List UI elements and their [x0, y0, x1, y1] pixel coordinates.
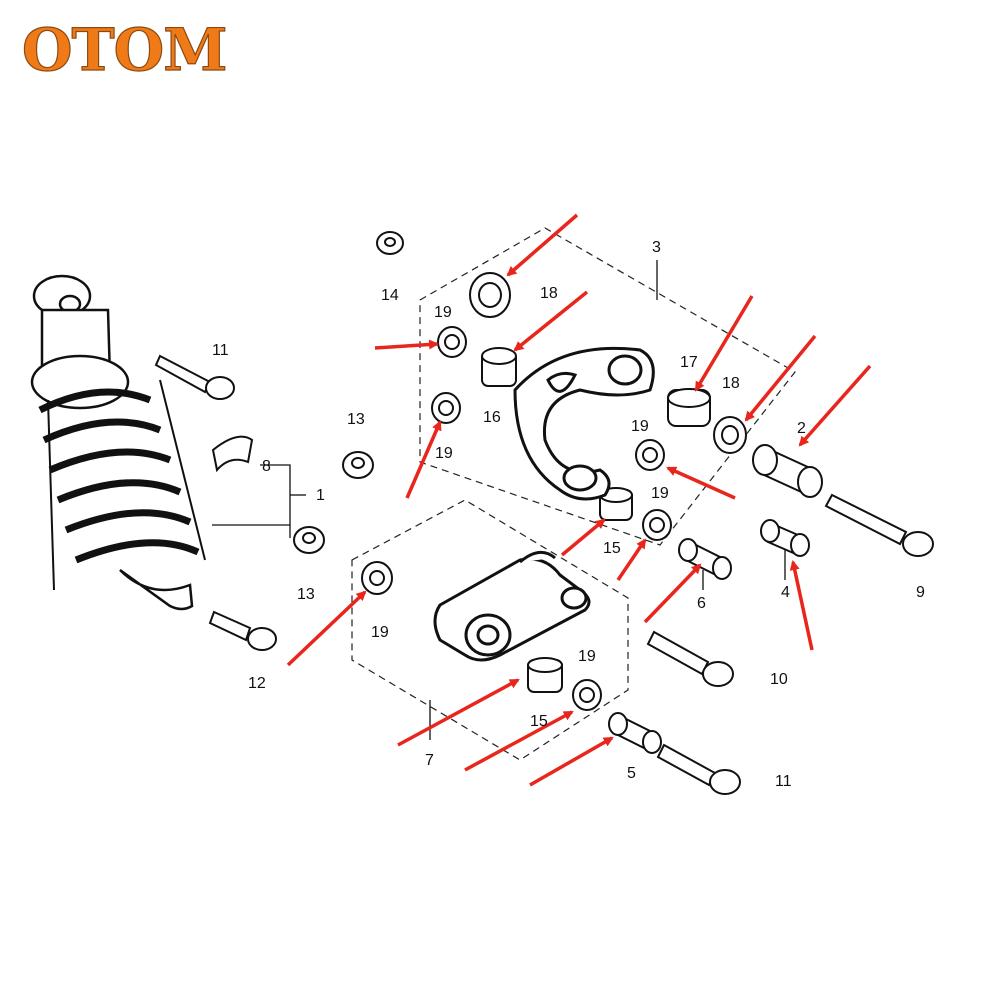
part-19-seal-c	[635, 439, 665, 471]
label-16: 16	[483, 409, 501, 426]
upper-arm-group-outline	[419, 227, 796, 546]
part-7-link	[433, 550, 591, 662]
arrow-15-upper	[560, 518, 606, 557]
part-15-bearing-lower	[527, 657, 563, 693]
label-15-lower: 15	[530, 713, 548, 730]
label-13-lower: 13	[297, 586, 315, 603]
arrow-18-right	[744, 334, 817, 422]
part-19-seal-d	[642, 509, 672, 541]
part-11-bolt-lower	[656, 743, 741, 795]
label-8: 8	[262, 458, 271, 475]
part-3-rocker-arm	[513, 346, 655, 501]
logo-text: OTOM	[22, 16, 226, 84]
label-19-c: 19	[631, 418, 649, 435]
arrow-6	[643, 563, 702, 624]
arrow-5	[529, 736, 614, 787]
coil-spring-back	[47, 379, 206, 591]
label-19-b: 19	[435, 445, 453, 462]
arrow-4	[789, 560, 814, 651]
label-6: 6	[697, 595, 706, 612]
arrow-16	[513, 290, 589, 352]
shock-adjuster-ring	[30, 354, 130, 410]
part-17-bearing	[667, 388, 711, 427]
arrow-2	[798, 364, 872, 447]
label-15-upper: 15	[603, 540, 621, 557]
label-3: 3	[652, 239, 661, 256]
part-10-bolt	[646, 630, 734, 687]
label-5: 5	[627, 765, 636, 782]
label-9: 9	[916, 584, 925, 601]
shock-absorber	[30, 274, 206, 611]
part-2-collar	[752, 444, 823, 498]
highlight-arrows	[286, 213, 872, 787]
label-14: 14	[381, 287, 399, 304]
part-5-collar	[608, 712, 662, 754]
label-19-a: 19	[434, 304, 452, 321]
part-16-needle-bearing	[481, 347, 517, 387]
label-7: 7	[425, 752, 434, 769]
otom-logo: OTOM	[21, 15, 228, 84]
arrow-15-lower	[397, 678, 520, 747]
arrow-19-d	[616, 538, 647, 581]
part-number-labels: 1 2 3 4 5 6 7 8 9 10 11 11 12 13 13 14 1…	[212, 239, 925, 790]
lower-link-group-outline	[351, 499, 629, 761]
arrow-19-e	[286, 590, 367, 667]
label-18-right: 18	[722, 375, 740, 392]
label-2: 2	[797, 420, 806, 437]
part-19-seal-a	[437, 326, 467, 358]
part-8-bushing	[211, 435, 254, 473]
label-13-upper: 13	[347, 411, 365, 428]
part-19-seal-e	[361, 561, 393, 595]
part-4-collar	[760, 519, 810, 557]
label-19-e: 19	[371, 624, 389, 641]
part-6-collar	[678, 538, 732, 580]
part-19-seal-f	[572, 679, 602, 711]
part-18-seal-right	[713, 416, 747, 454]
part-19-seal-b	[431, 392, 461, 424]
coil-spring	[38, 388, 200, 564]
part-18-seal-upper	[469, 272, 511, 318]
label-1: 1	[316, 487, 325, 504]
arrow-17	[694, 295, 754, 392]
arrow-19-c	[666, 466, 736, 500]
label-4: 4	[781, 584, 790, 601]
shock-bottom-clevis	[119, 568, 194, 611]
part-12-bolt	[208, 610, 277, 651]
label-10: 10	[770, 671, 788, 688]
label-19-f: 19	[578, 648, 596, 665]
label-12: 12	[248, 675, 266, 692]
part-11-bolt-upper	[154, 354, 235, 400]
part-9-bolt	[824, 493, 934, 557]
label-11-lower: 11	[775, 773, 792, 790]
arrow-19-f	[464, 710, 574, 772]
group-outlines	[351, 227, 796, 761]
label-18-upper: 18	[540, 285, 558, 302]
label-11-upper: 11	[212, 342, 229, 359]
label-19-d: 19	[651, 485, 669, 502]
arrow-19-b	[405, 420, 442, 499]
part-15-bearing-upper	[599, 487, 633, 521]
arrow-18-upper	[506, 213, 579, 277]
arrow-19-a	[374, 339, 439, 350]
label-17: 17	[680, 354, 698, 371]
